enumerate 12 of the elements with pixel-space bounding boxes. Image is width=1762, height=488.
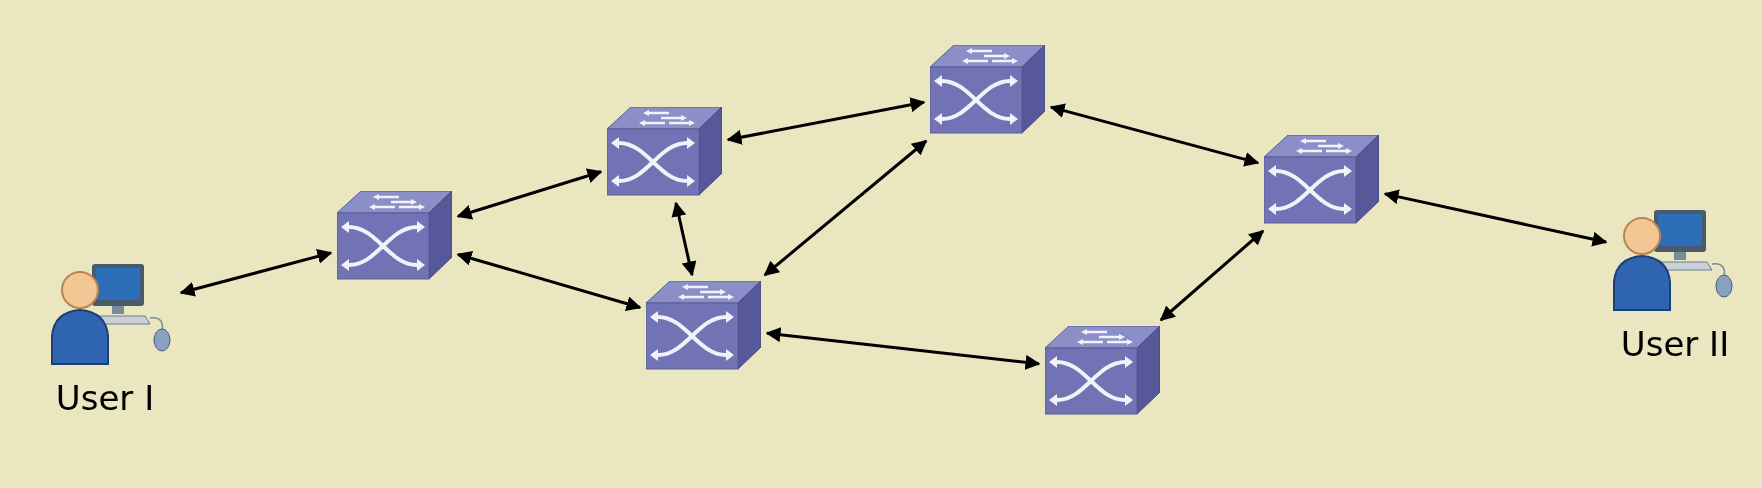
double-arrow [1049,103,1260,167]
double-arrow [1159,229,1265,322]
double-arrow [1383,189,1608,247]
user-label: User I [54,378,156,418]
double-arrow [671,201,697,277]
double-arrow [456,251,642,311]
double-arrow [726,97,926,145]
double-arrow [763,139,928,277]
double-arrow [179,249,333,297]
double-arrow [765,327,1041,370]
user-label: User II [1619,324,1731,364]
double-arrow [456,168,603,220]
